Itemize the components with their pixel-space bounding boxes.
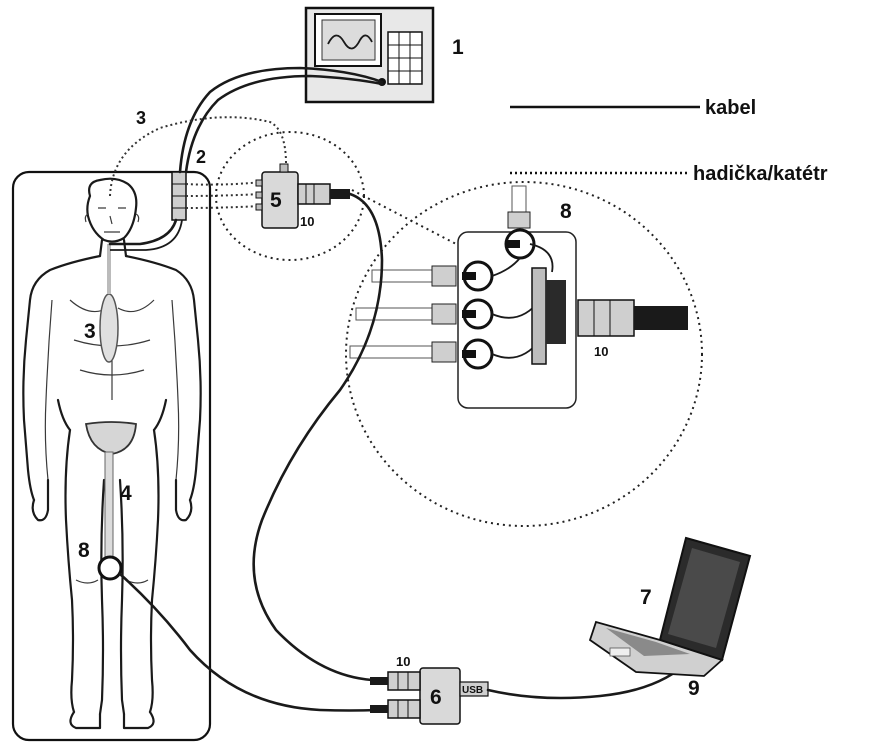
label-8-body: 8 <box>78 539 90 562</box>
zoom-guide-1 <box>351 189 461 247</box>
tube-c <box>185 205 263 209</box>
label-8-zoom: 8 <box>560 200 572 223</box>
cable-box5-to-box6 <box>252 192 384 682</box>
label-1: 1 <box>452 36 464 59</box>
urethral-catheter <box>104 451 114 565</box>
catheter-cable-head-2 <box>110 219 183 251</box>
label-4: 4 <box>120 482 132 505</box>
monitor-device <box>304 6 435 104</box>
transducer-box-5 <box>255 163 350 229</box>
waveform-icon <box>327 34 373 50</box>
label-7: 7 <box>640 586 652 609</box>
catheter-cable-head <box>108 218 178 246</box>
tube-3 <box>109 116 287 197</box>
usb-label: USB <box>462 685 483 696</box>
monitor-cable-outer <box>178 66 384 174</box>
label-9: 9 <box>688 677 700 700</box>
laptop-icon <box>588 536 752 677</box>
plug-10-large <box>577 299 635 337</box>
monitor-cable-inner <box>184 74 384 174</box>
label-10-box5: 10 <box>300 214 314 229</box>
transducer-detail <box>349 185 688 409</box>
label-3-body: 3 <box>84 320 96 343</box>
cable-sensor8-to-box6 <box>118 572 380 712</box>
human-figure <box>22 177 202 730</box>
interface-box-6 <box>370 667 489 725</box>
label-10-box6: 10 <box>396 654 410 669</box>
label-10-zoom: 10 <box>594 344 608 359</box>
sensor-8-body <box>97 555 123 581</box>
usb-cable <box>486 658 692 700</box>
legend-cable-label: kabel <box>705 97 756 119</box>
legend-tube-label: hadička/katétr <box>693 163 828 185</box>
connector-2 <box>171 171 187 221</box>
legend: kabel hadička/katétr <box>510 97 828 185</box>
patient-frame <box>11 170 212 742</box>
tube-a <box>185 181 263 186</box>
bladder <box>84 421 137 455</box>
label-3-top: 3 <box>136 108 146 128</box>
keypad-icon <box>387 31 423 85</box>
tube-b <box>185 193 263 197</box>
label-6: 6 <box>430 686 442 709</box>
stomach-balloon <box>99 293 119 363</box>
label-5: 5 <box>270 189 282 212</box>
label-2: 2 <box>196 147 206 167</box>
zoom-circle-large <box>345 181 703 527</box>
